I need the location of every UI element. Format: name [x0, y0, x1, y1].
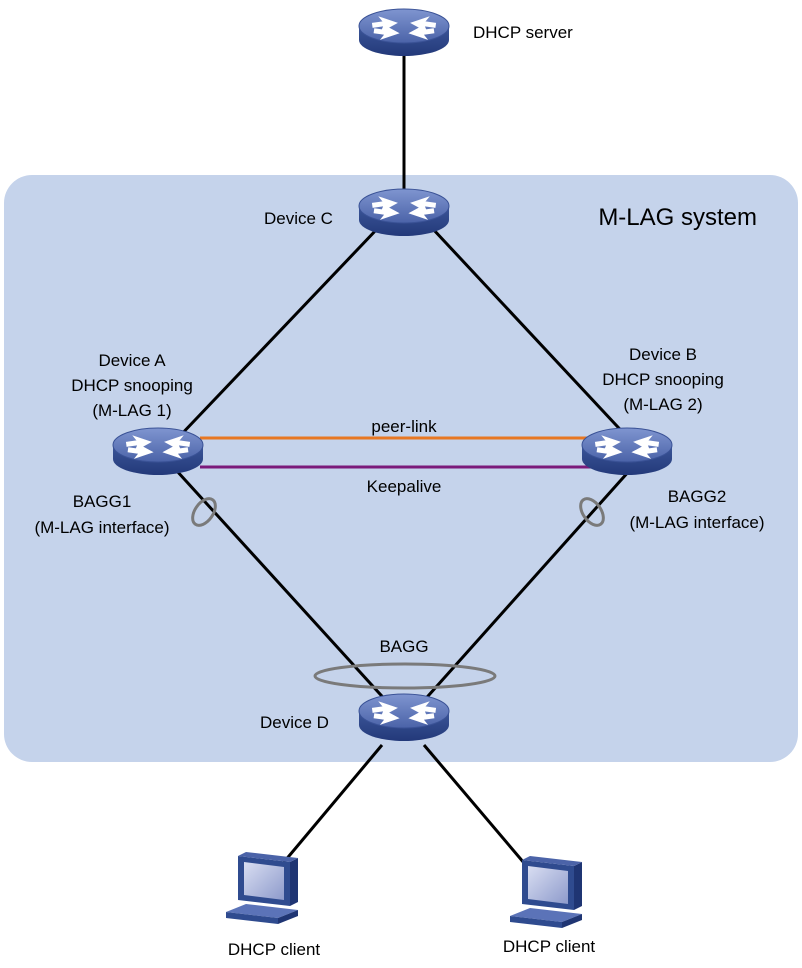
client-2-label: DHCP client — [503, 937, 596, 956]
bagg1-desc: (M-LAG interface) — [34, 518, 169, 537]
bagg1-ellipse — [191, 497, 217, 527]
device-c-label: Device C — [264, 209, 333, 228]
system-label: M-LAG system — [598, 204, 757, 231]
bagg-ellipse — [313, 662, 497, 690]
link-d-client2 — [422, 744, 532, 871]
bagg2-name: BAGG2 — [668, 487, 727, 506]
pc-icon — [226, 852, 298, 924]
device-b-mlag: (M-LAG 2) — [623, 395, 702, 414]
link-d-client1 — [282, 744, 384, 863]
switch-icon — [358, 188, 450, 237]
keepalive-label: Keepalive — [367, 477, 442, 496]
bagg1-name: BAGG1 — [73, 492, 132, 511]
device-a-mlag: (M-LAG 1) — [92, 401, 171, 420]
device-b-name: Device B — [629, 345, 697, 364]
device-b-role: DHCP snooping — [602, 370, 724, 389]
switch-icon — [358, 8, 450, 57]
switch-icon — [112, 427, 204, 476]
switch-icon — [581, 427, 673, 476]
bagg-label: BAGG — [379, 637, 428, 656]
server-label: DHCP server — [473, 23, 573, 42]
link-c-a — [174, 226, 380, 442]
client-1-label: DHCP client — [228, 940, 321, 959]
pc-icon — [510, 856, 582, 928]
link-c-b — [430, 226, 632, 442]
peer-link-label: peer-link — [371, 417, 437, 436]
device-a-name: Device A — [98, 351, 166, 370]
device-d-label: Device D — [260, 713, 329, 732]
bagg2-ellipse — [579, 497, 605, 527]
device-a-role: DHCP snooping — [71, 376, 193, 395]
switch-icon — [358, 693, 450, 742]
bagg2-desc: (M-LAG interface) — [629, 513, 764, 532]
